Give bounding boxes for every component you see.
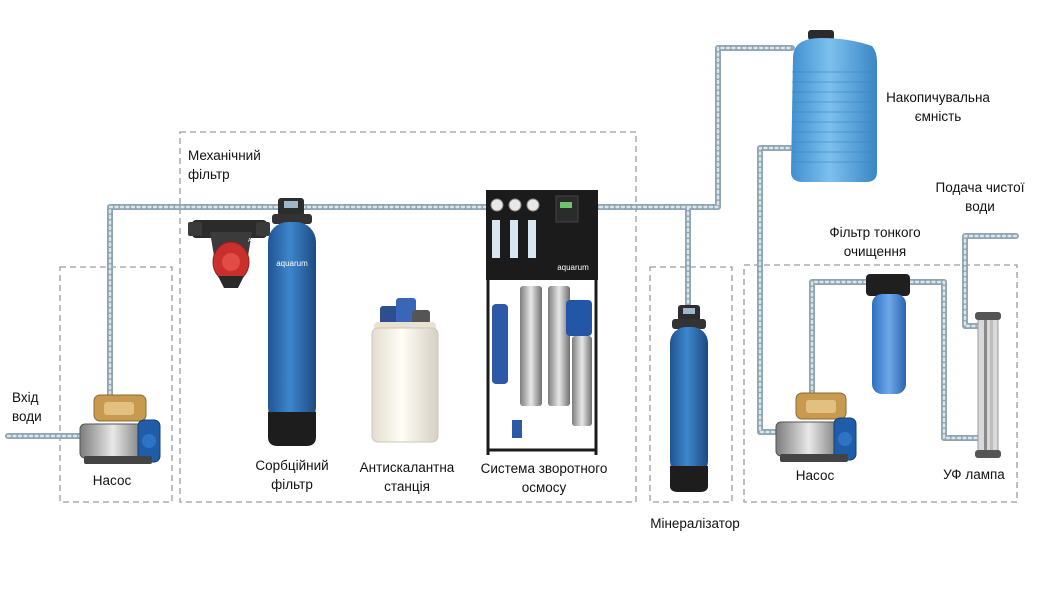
brand-text-1: aquarum xyxy=(276,259,308,268)
filter-brand-text: AZUD xyxy=(248,238,262,244)
pump-1-icon xyxy=(79,394,161,464)
label-inlet-line-2: води xyxy=(12,409,42,424)
label-sorption-filter-line-2: фільтр xyxy=(271,477,313,492)
pipe-fine-filter-to-uv xyxy=(902,279,983,441)
label-fine-filter: Фільтр тонкого очищення xyxy=(818,223,932,261)
label-antiscalant-station-line-2: станція xyxy=(384,479,430,494)
label-sorption-filter: Сорбційний фільтр xyxy=(242,456,342,494)
label-inlet: Вхід води xyxy=(12,388,42,426)
label-clean-water-supply-line-1: Подача чистої xyxy=(935,180,1025,195)
box-final-treatment xyxy=(743,264,1018,503)
label-inlet-line-1: Вхід xyxy=(12,390,39,405)
label-mechanical-filter-line-1: Механічний xyxy=(188,148,261,163)
box-inlet-pump xyxy=(59,266,173,503)
sorption-filter-icon: aquarum xyxy=(268,198,316,446)
label-fine-filter-line-2: очищення xyxy=(843,244,907,259)
label-antiscalant-station-line-1: Антискалантна xyxy=(359,460,455,475)
pump-2-icon xyxy=(775,392,857,462)
pipe-to-mineralizer xyxy=(597,204,691,308)
label-clean-water-supply: Подача чистої води xyxy=(925,178,1035,216)
label-storage-tank: Накопичувальна ємність xyxy=(878,88,998,126)
label-fine-filter-line-1: Фільтр тонкого xyxy=(829,225,921,240)
pipe-to-tank xyxy=(685,45,795,210)
label-pump-2: Насос xyxy=(795,468,835,483)
mechanical-filter-icon: AZUD xyxy=(188,220,270,288)
label-mineralizer: Мінералізатор xyxy=(650,516,740,531)
antiscalant-station-icon xyxy=(371,298,439,443)
fine-filter-icon xyxy=(866,274,910,394)
label-storage-tank-line-2: ємність xyxy=(914,109,962,124)
reverse-osmosis-icon: aquarum xyxy=(486,190,598,455)
pipeline xyxy=(5,45,1019,441)
box-treatment-line xyxy=(179,131,637,503)
label-ro-system-line-2: осмосу xyxy=(521,480,567,495)
label-ro-system: Система зворотного осмосу xyxy=(474,459,614,497)
label-uv-lamp: УФ лампа xyxy=(943,467,1005,482)
label-ro-system-line-1: Система зворотного xyxy=(480,461,608,476)
mineralizer-icon xyxy=(670,305,708,492)
label-sorption-filter-line-1: Сорбційний xyxy=(255,458,329,473)
label-storage-tank-line-1: Накопичувальна xyxy=(886,90,990,105)
label-mechanical-filter: Механічний фільтр xyxy=(188,146,261,184)
brand-text-2: aquarum xyxy=(557,263,589,272)
label-mechanical-filter-line-2: фільтр xyxy=(188,167,230,182)
label-pump-1: Насос xyxy=(92,473,132,488)
storage-tank-icon xyxy=(791,30,877,182)
label-clean-water-supply-line-2: води xyxy=(965,199,995,214)
uv-lamp-icon xyxy=(975,312,1001,458)
label-antiscalant-station: Антискалантна станція xyxy=(352,458,462,496)
pipe-tank-to-pump2 xyxy=(757,145,808,435)
